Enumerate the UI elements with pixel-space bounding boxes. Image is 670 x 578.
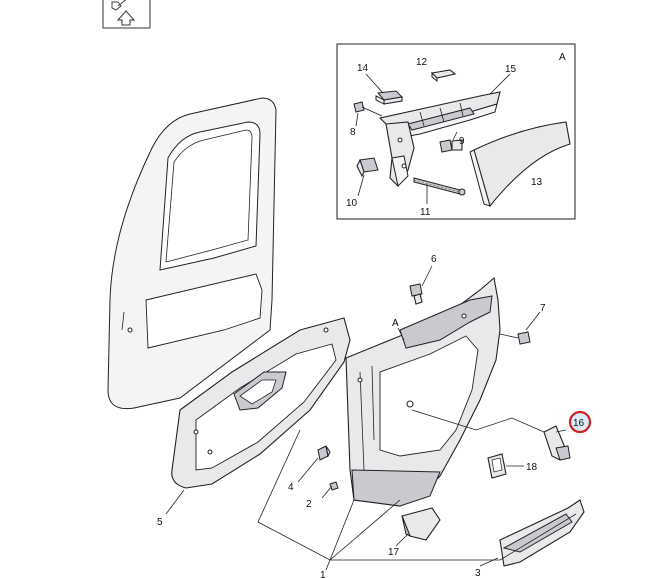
callout-13: 13: [531, 177, 543, 188]
part-2-screw: [321, 481, 339, 499]
inset-part-14: [375, 90, 404, 105]
part-4-clip: [317, 445, 331, 461]
edit-icon[interactable]: [111, 0, 128, 11]
inset-label: A: [559, 52, 566, 63]
callout-16-highlight[interactable]: 16: [568, 410, 592, 434]
part-6-clip: [409, 283, 423, 305]
detail-reference-A: A: [392, 318, 399, 329]
callout-18: 18: [526, 462, 538, 473]
part-3-armrest: [499, 499, 585, 567]
inset-part-9: [439, 139, 463, 153]
callout-16[interactable]: 16: [573, 418, 585, 429]
callout-3: 3: [475, 568, 481, 578]
inset-part-11: [413, 177, 466, 196]
inset-part-8: [353, 101, 383, 117]
callout-4: 4: [288, 482, 294, 493]
nav-box[interactable]: [102, 0, 151, 29]
callout-10: 10: [346, 198, 358, 209]
callout-12: 12: [416, 57, 428, 68]
up-arrow-icon[interactable]: [116, 10, 136, 26]
callout-6: 6: [431, 254, 437, 265]
part-17-pocket: [401, 507, 441, 541]
part-7-screw: [499, 331, 531, 345]
callout-7: 7: [540, 303, 546, 314]
callout-14: 14: [357, 63, 369, 74]
inset-part-12: [430, 69, 457, 83]
callout-17: 17: [388, 547, 400, 558]
callout-11: 11: [420, 207, 431, 218]
highlight-ring[interactable]: [568, 410, 592, 434]
inset-part-15: [378, 91, 501, 188]
inset-part-13: [469, 121, 571, 208]
callout-5: 5: [157, 517, 163, 528]
callout-8: 8: [350, 127, 356, 138]
callout-1: 1: [320, 570, 326, 578]
part-18-bezel: [487, 453, 507, 479]
inset-part-10: [356, 157, 379, 178]
door-frame: [107, 97, 277, 410]
detail-inset: A 14 12 15: [336, 43, 576, 220]
main-trim-panel: [345, 276, 501, 507]
part-16-handle: [543, 425, 571, 461]
callout-2: 2: [306, 499, 312, 510]
callout-15: 15: [505, 64, 517, 75]
callout-9: 9: [459, 136, 465, 147]
part-5-inner-panel: [171, 317, 351, 489]
